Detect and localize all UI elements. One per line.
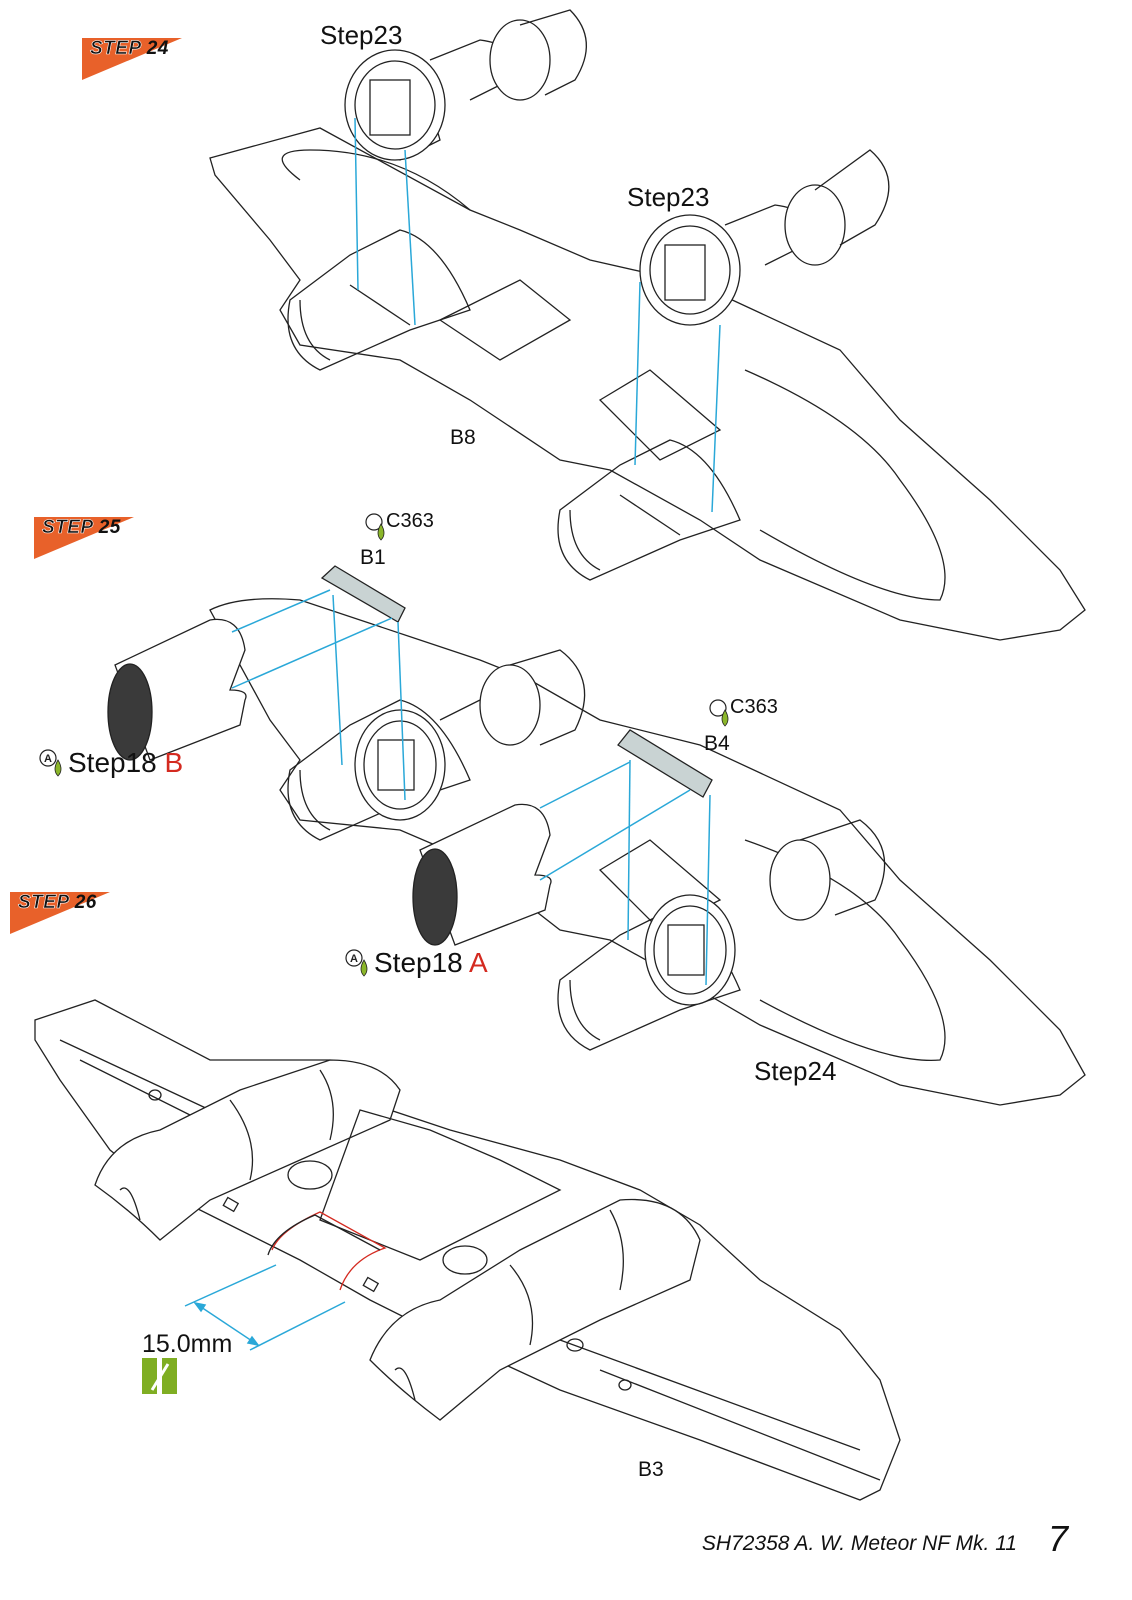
svg-text:A: A: [350, 953, 358, 965]
page-number: 7: [1048, 1518, 1069, 1559]
step26-dimension-lines: [184, 1264, 346, 1351]
step-26-badge: STEP 26: [10, 890, 120, 936]
step24-part-b8-label: B8: [450, 426, 476, 449]
option-a-paint-icon: A: [39, 749, 62, 777]
variant-b: B: [164, 747, 184, 778]
step25-ref-left: A Step18 B: [38, 746, 183, 780]
step25-ref-right-variant: A: [463, 947, 488, 978]
step24-wing-drawing: [209, 9, 1086, 641]
step25-part-b1-label: B1: [360, 546, 386, 569]
step-badge-triangle: [10, 892, 110, 934]
part-b1-shape: [320, 565, 406, 623]
step25-ref-left-text: Step18: [68, 747, 157, 778]
step26-wing-drawing: [34, 999, 901, 1501]
svg-text:A: A: [44, 753, 52, 765]
cut-knife-icon: [142, 1358, 178, 1394]
step25-ref-left-variant: B: [157, 747, 184, 778]
step-25-number: 25: [98, 517, 121, 538]
step-25-badge: STEP 25: [34, 515, 144, 561]
footer-kit-title: SH72358 A. W. Meteor NF Mk. 11: [701, 1532, 1017, 1555]
step24-subassembly-left-label: Step23: [320, 20, 403, 50]
step-26-number: 26: [74, 892, 97, 913]
step25-leader-lines: [231, 589, 711, 986]
step26-part-b3-label: B3: [638, 1458, 664, 1481]
step24-subassembly-right-label: Step23: [627, 182, 710, 212]
step24-leader-lines: [354, 117, 721, 513]
step-25-label: STEP: [42, 517, 93, 539]
step25-paint-code-left: C363: [386, 510, 434, 532]
part-b4-shape: [617, 729, 713, 798]
variant-a: A: [468, 947, 488, 978]
step25-paint-ref-left: C363: [364, 510, 434, 549]
step25-base-assembly-label: Step24: [754, 1056, 837, 1086]
step-badge-triangle: [34, 517, 134, 559]
step25-ref-right-text: Step18: [374, 947, 463, 978]
step-badge-triangle: [82, 38, 182, 80]
step25-part-b4-label: B4: [704, 732, 730, 755]
step25-ref-right: A Step18 A: [344, 946, 488, 980]
step25-paint-code-right: C363: [730, 696, 778, 718]
step25-paint-ref-right: C363: [708, 696, 778, 735]
step26-measurement-label: 15.0mm: [142, 1330, 233, 1358]
option-a-paint-icon: A: [345, 949, 368, 977]
paint-drop-icon: [709, 699, 729, 727]
step-24-badge: STEP 24: [82, 36, 192, 82]
step-24-number: 24: [146, 38, 169, 59]
step25-wing-drawing: [107, 565, 1086, 1106]
step-26-label: STEP: [18, 892, 69, 914]
paint-drop-icon: [365, 513, 385, 541]
step-24-label: STEP: [90, 38, 141, 60]
